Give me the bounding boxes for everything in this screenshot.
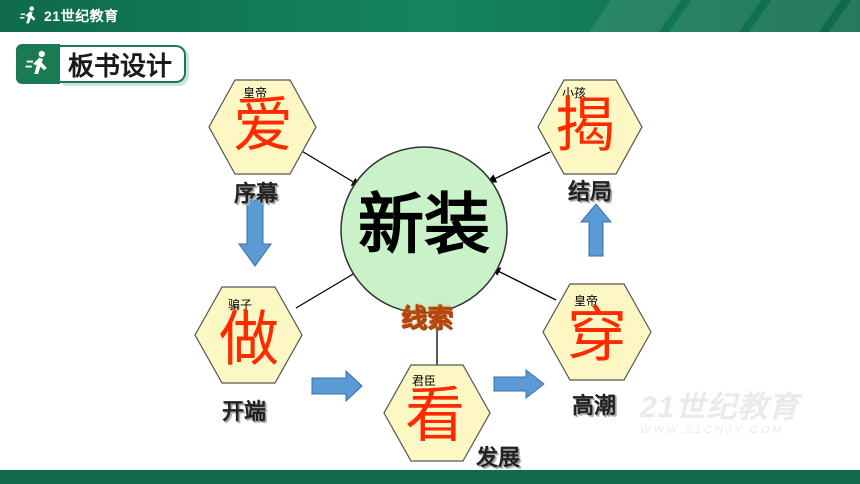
- arrow-midleft-to-center: [295, 269, 361, 309]
- clue-label: 线索: [401, 304, 454, 334]
- node-mid-left-caption: 开端: [222, 400, 267, 425]
- node-mid-left-label: 骗子: [228, 298, 253, 312]
- node-top-right-caption: 结局: [568, 180, 613, 205]
- node-top-right-label: 小孩: [562, 86, 587, 100]
- arrow-topleft-to-center: [299, 149, 361, 187]
- node-top-left-label: 皇帝: [243, 86, 268, 100]
- node-top-left-char: 爱: [233, 91, 293, 161]
- blue-arrow-down: [238, 199, 272, 267]
- runner-icon: [19, 6, 36, 24]
- node-mid-right-char: 穿: [567, 301, 627, 371]
- title-label: 板书设计: [60, 45, 187, 83]
- title-runner-icon: [16, 44, 60, 84]
- watermark-sub: WWW.21CNJY.COM: [640, 424, 785, 436]
- node-top-left-caption: 序幕: [234, 182, 279, 207]
- node-bottom-caption: 发展: [476, 446, 521, 471]
- blue-arrow-right-2: [493, 368, 545, 400]
- logo-text: 21世纪教育: [44, 8, 119, 24]
- header-bar: 21世纪教育: [0, 0, 860, 32]
- footer-bar: [0, 470, 860, 484]
- watermark: 21世纪教育 WWW.21CNJY.COM: [640, 382, 799, 436]
- node-mid-right-caption: 高潮: [572, 394, 617, 419]
- node-bottom-char: 看: [405, 381, 465, 451]
- node-mid-left-char: 做: [219, 305, 279, 375]
- center-circle: [340, 146, 508, 314]
- arrow-topright-to-center: [487, 151, 551, 183]
- blue-arrow-up: [579, 203, 613, 257]
- watermark-main: 21世纪教育: [640, 391, 800, 424]
- brand-logo: 21世纪教育: [18, 4, 119, 28]
- hex-top-left: [208, 79, 317, 175]
- arrow-midright-to-center: [491, 267, 557, 301]
- hex-mid-left: [194, 286, 303, 384]
- node-top-right-char: 揭: [555, 91, 615, 161]
- node-mid-right-label: 皇帝: [574, 294, 599, 308]
- section-title: 板书设计: [16, 44, 187, 84]
- hex-bottom: [383, 364, 491, 462]
- center-title: 新装: [358, 186, 490, 263]
- node-bottom-label: 君臣: [412, 374, 437, 388]
- hex-mid-right: [542, 283, 652, 381]
- hex-top-right: [537, 79, 643, 175]
- blue-arrow-right-1: [311, 369, 363, 403]
